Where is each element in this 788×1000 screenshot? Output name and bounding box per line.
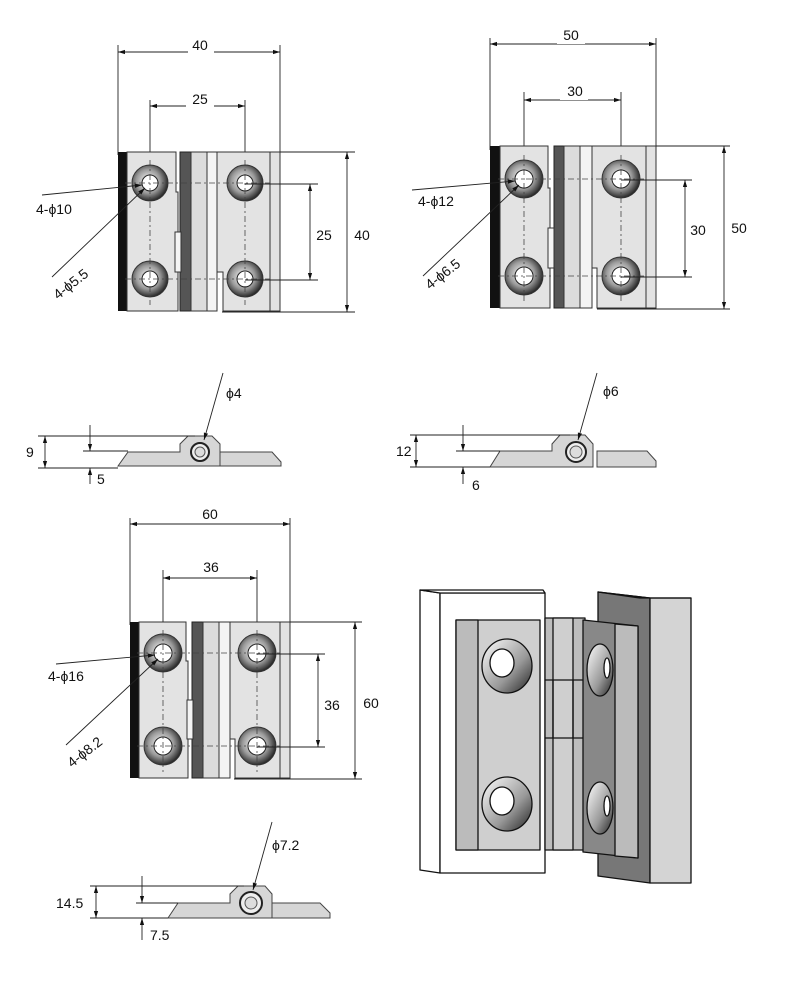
pin-diameter-label: ϕ7.2 (272, 837, 300, 853)
hole-callout: 4-ϕ6.5 (422, 255, 463, 292)
dim-hole-spacing-label: 25 (192, 91, 208, 107)
hole-callout: 4-ϕ5.5 (50, 265, 91, 302)
dim-total-thickness: 9 (26, 444, 34, 460)
dim-height-label: 40 (354, 227, 370, 243)
front-view-60: 60 36 36 (48, 506, 379, 780)
counterbore-callout: 4-ϕ10 (36, 201, 72, 217)
pin-diameter-label: ϕ4 (226, 385, 242, 401)
dim-vertical-spacing-label: 36 (324, 697, 340, 713)
dim-leaf-thickness: 7.5 (150, 927, 170, 943)
dim-hole-spacing-label: 36 (203, 559, 219, 575)
pin-diameter-label: ϕ6 (603, 383, 619, 399)
leaf-edge (118, 152, 127, 311)
hole-callout: 4-ϕ8.2 (64, 733, 105, 770)
dim-total-thickness: 12 (396, 443, 412, 459)
counterbore-callout: 4-ϕ16 (48, 668, 84, 684)
dim-vertical-spacing-label: 30 (690, 222, 706, 238)
side-view-50: 12 6 ϕ6 (396, 372, 657, 493)
dim-total-thickness: 14.5 (56, 895, 83, 911)
counterbore-callout: 4-ϕ12 (418, 193, 454, 209)
knuckle-dark (179, 151, 192, 312)
dim-height-label: 60 (363, 695, 379, 711)
dim-width-label: 60 (202, 506, 218, 522)
dim-leaf-thickness: 6 (472, 477, 480, 493)
dim-vertical-spacing-label: 25 (316, 227, 332, 243)
knuckle (190, 151, 208, 312)
isometric-view (419, 589, 692, 884)
side-view-40: 9 5 ϕ4 (26, 372, 282, 487)
dim-leaf-thickness: 5 (97, 471, 105, 487)
dim-hole-spacing-label: 30 (567, 83, 583, 99)
dim-height-label: 50 (731, 220, 747, 236)
knuckle-segment (174, 231, 182, 273)
side-view-60: 14.5 7.5 ϕ7.2 (56, 821, 331, 943)
front-view-50: 50 30 30 (411, 27, 747, 310)
front-view-40: 40 25 (36, 37, 370, 313)
dim-width-label: 50 (563, 27, 579, 43)
dim-width-label: 40 (192, 37, 208, 53)
